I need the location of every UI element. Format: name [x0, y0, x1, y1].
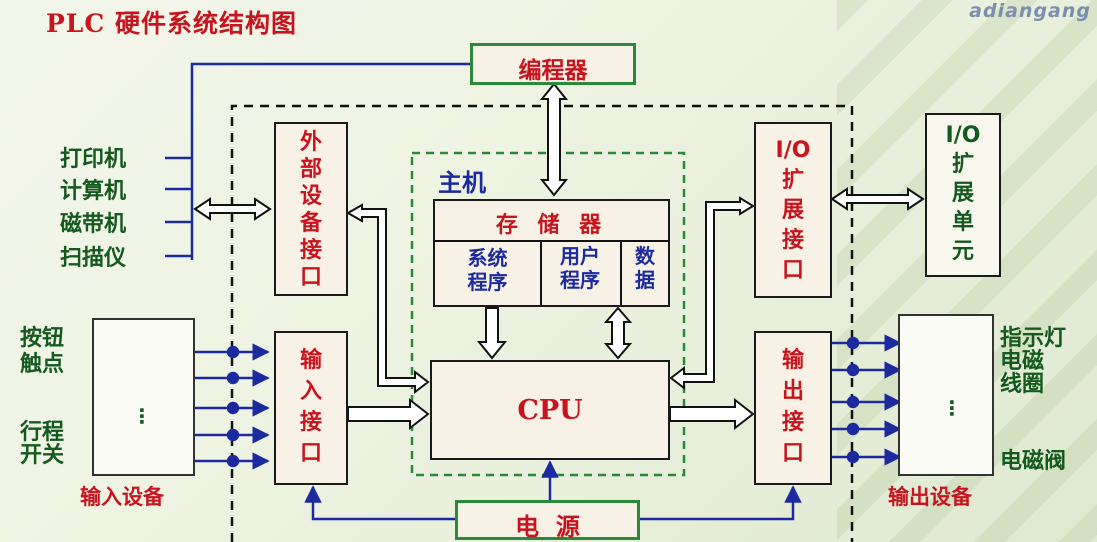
- cpu-block: CPU: [430, 360, 670, 460]
- input-interface-box: 输入 接口: [274, 331, 348, 485]
- external-interface-box: 外部 设备 接口: [274, 122, 348, 296]
- programmer-link: [190, 62, 470, 158]
- host-label: 主机: [438, 169, 486, 197]
- input-ellipsis: ⋮: [132, 404, 152, 428]
- device-tape: 磁带机: [60, 212, 127, 237]
- system-program-label: 系统程序: [467, 246, 508, 294]
- external-interface-label: 外部 设备 接口: [299, 130, 322, 290]
- output-ellipsis: ⋮: [942, 396, 962, 420]
- output-interface-box: 输出 接口: [754, 331, 832, 485]
- input-interface-label: 输入 接口: [299, 348, 322, 466]
- page-title: PLC 硬件系统结构图: [46, 9, 297, 38]
- output-devices-caption: 输出设备: [888, 485, 972, 509]
- output-devices-box: [898, 314, 994, 476]
- memory-block: 存 储 器 系统程序 用户程序 数据: [433, 199, 670, 307]
- input-devices-box: [92, 318, 195, 476]
- data-label: 数据: [635, 244, 655, 292]
- cpu-label: CPU: [517, 395, 583, 426]
- coil-label: 电磁线圈: [1000, 349, 1045, 398]
- user-program-label: 用户程序: [560, 244, 600, 292]
- device-computer: 计算机: [60, 179, 127, 204]
- power-box: 电 源: [455, 500, 640, 541]
- device-scanner: 扫描仪: [60, 246, 127, 271]
- travel-switch-label: 行程开关: [20, 420, 65, 469]
- programmer-box: 编程器: [470, 43, 636, 85]
- indicator-label: 指示灯: [1000, 326, 1067, 351]
- valve-label: 电磁阀: [1000, 449, 1067, 474]
- button-contacts-label: 按钮触点: [20, 326, 65, 377]
- memory-label: 存 储 器: [495, 213, 608, 238]
- input-devices-caption: 输入设备: [80, 485, 164, 509]
- programmer-label: 编程器: [518, 58, 588, 84]
- power-label: 电 源: [515, 513, 580, 541]
- double-arrow-external: [193, 197, 272, 221]
- output-interface-label: 输出 接口: [781, 348, 804, 466]
- device-printer: 打印机: [60, 147, 127, 172]
- watermark-logo: adiangang: [969, 0, 1091, 22]
